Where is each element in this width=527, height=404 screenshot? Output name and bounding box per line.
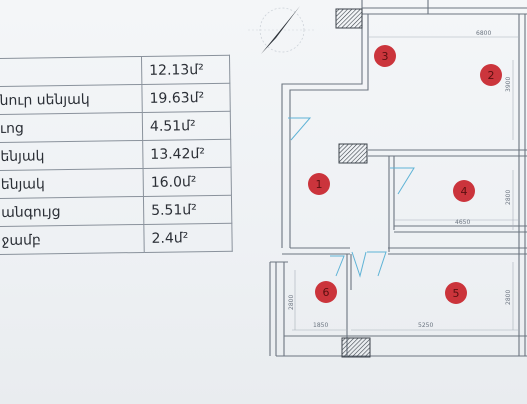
svg-text:5: 5 <box>453 287 460 300</box>
dimension-room5-width: 5250 <box>418 322 433 329</box>
svg-text:1: 1 <box>316 178 323 191</box>
doors <box>288 117 415 278</box>
room-marker-4: 4 <box>453 180 475 202</box>
dimension-left-lower: 2800 <box>288 295 295 310</box>
svg-text:6: 6 <box>323 286 330 299</box>
walls <box>269 0 527 357</box>
dimension-top: 6800 <box>476 30 491 37</box>
compass-icon <box>248 6 316 54</box>
room-marker-2: 2 <box>480 64 502 86</box>
svg-text:3: 3 <box>382 50 389 63</box>
svg-text:4: 4 <box>461 185 468 198</box>
dimension-room4-width: 4650 <box>455 219 470 226</box>
room-marker-1: 1 <box>308 173 330 195</box>
dimension-room6-width: 1850 <box>313 322 328 329</box>
room-marker-5: 5 <box>445 282 467 304</box>
dimension-right-lower: 2800 <box>505 190 512 205</box>
room-marker-6: 6 <box>315 281 337 303</box>
dimension-right-upper: 3900 <box>505 77 512 92</box>
room-marker-3: 3 <box>374 45 396 67</box>
ventilation-shafts <box>335 8 371 358</box>
dimension-right-bottom: 2800 <box>505 290 512 305</box>
dimension-lines <box>292 36 519 331</box>
svg-text:2: 2 <box>488 69 495 82</box>
